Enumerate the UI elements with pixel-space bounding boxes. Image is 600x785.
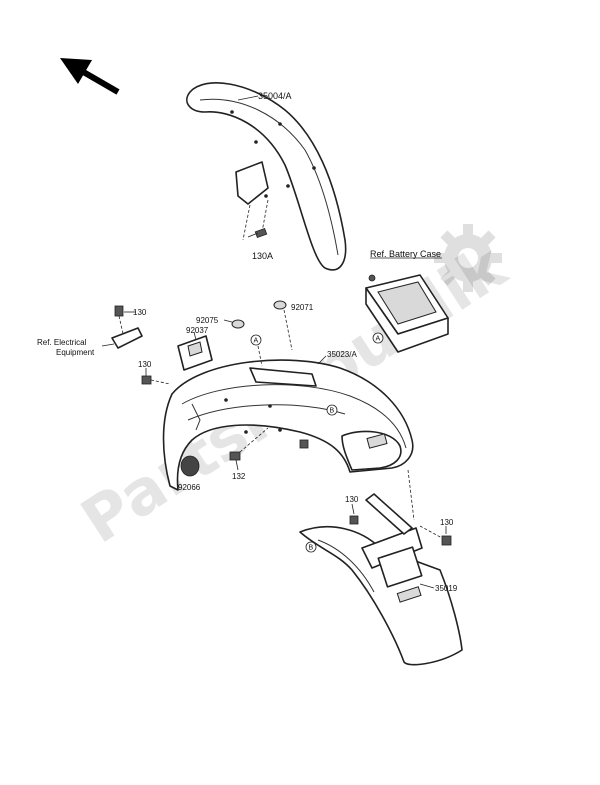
label-flap-35019: 35019 <box>435 584 458 593</box>
label-bolt-130-left: 130 <box>138 360 152 369</box>
label-battery-case: Ref. Battery Case <box>370 249 441 259</box>
svg-text:A: A <box>254 338 259 345</box>
label-bolt-130a: 130A <box>252 251 273 261</box>
label-bolt-132: 132 <box>232 472 246 481</box>
bolt-130-left <box>141 368 171 385</box>
marker-a-fender: A <box>250 334 263 367</box>
leader-fender-flap <box>407 469 415 521</box>
label-bolt-electrical: 130 <box>133 308 147 317</box>
label-rear-fender: 35023/A <box>327 350 357 359</box>
bolt-132 <box>229 427 269 471</box>
arrow-up-left-icon <box>60 58 120 95</box>
grommet-92075 <box>223 319 245 329</box>
label-electrical-ref-1: Ref. Electrical <box>37 338 87 347</box>
front-fender <box>186 82 347 271</box>
mud-flap <box>299 493 463 666</box>
leader-electrical-ref <box>101 343 115 347</box>
leader-flap <box>419 583 435 589</box>
label-grommet-92075: 92075 <box>196 316 219 325</box>
bolt-130-flap-right <box>419 525 452 546</box>
leader-rear-fender <box>317 355 327 365</box>
marker-a-battery: A <box>372 332 384 344</box>
label-electrical-ref-2: Equipment <box>56 348 95 357</box>
svg-text:B: B <box>330 408 335 415</box>
bolt-130-flap-left <box>349 503 359 525</box>
bracket-92037 <box>177 331 213 371</box>
svg-text:A: A <box>376 336 381 343</box>
label-bolt-flap-left: 130 <box>345 495 359 504</box>
label-cap-92066: 92066 <box>178 483 201 492</box>
label-grommet-92071: 92071 <box>291 303 314 312</box>
grommet-92071 <box>273 300 293 351</box>
svg-text:B: B <box>309 545 314 552</box>
electrical-clamp <box>111 305 143 349</box>
label-front-fender: 35004/A <box>258 91 292 101</box>
leader-front-fender <box>237 95 259 101</box>
rear-fender <box>162 359 414 491</box>
marker-b-flap: B <box>305 541 317 553</box>
cap-92066 <box>180 455 200 477</box>
gear-icon <box>434 224 502 292</box>
battery-case <box>365 274 449 353</box>
bolt-130a <box>242 199 269 241</box>
label-bolt-flap-right: 130 <box>440 518 454 527</box>
marker-b-fender: B <box>326 404 338 416</box>
label-bracket-92037: 92037 <box>186 326 209 335</box>
